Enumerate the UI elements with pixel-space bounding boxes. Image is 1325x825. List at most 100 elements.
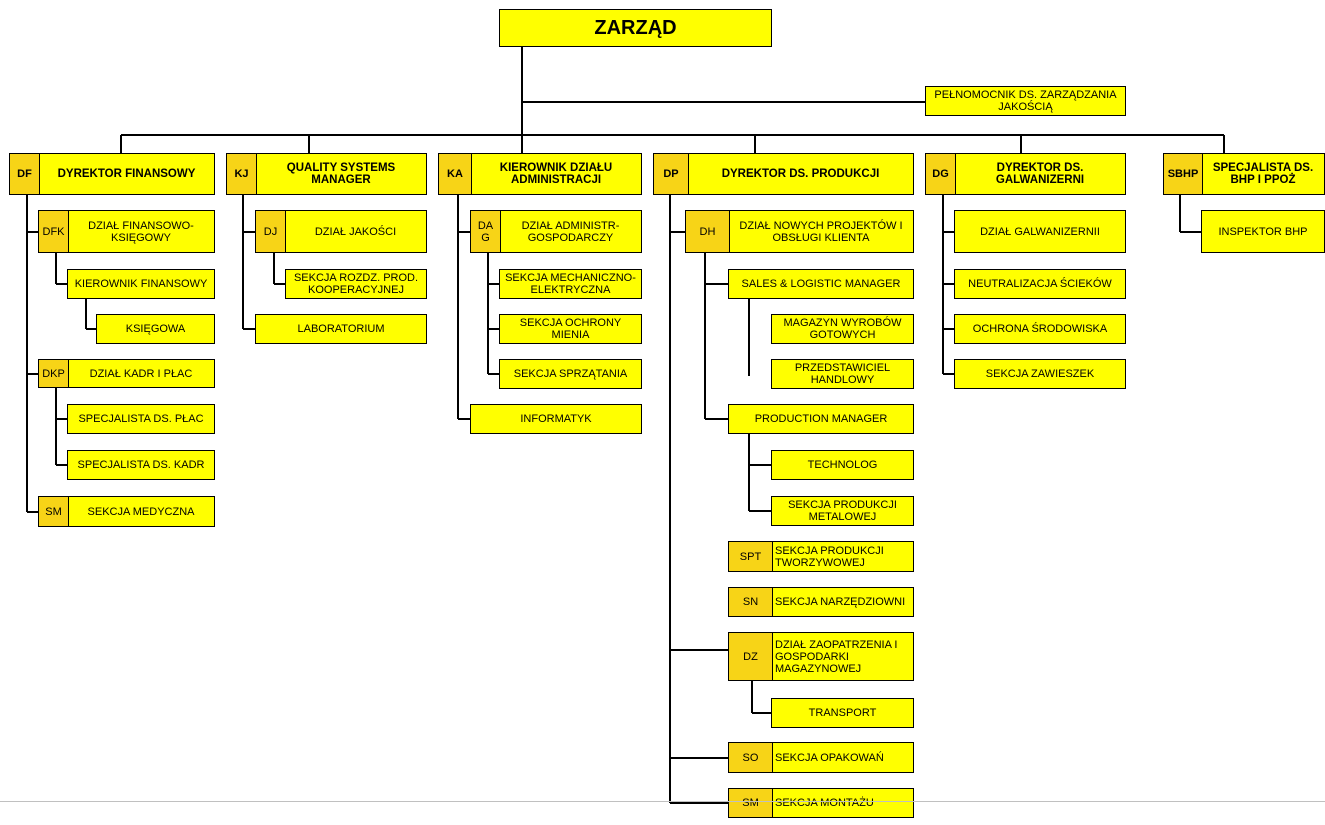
laboratorium-label: LABORATORIUM [297, 323, 385, 335]
so-label: SEKCJA OPAKOWAŃ [775, 751, 884, 764]
production-manager-label: PRODUCTION MANAGER [754, 413, 888, 425]
dh-label: DZIAŁ NOWYCH PROJEKTÓW I OBSŁUGI KLIENTA [739, 219, 903, 244]
dj-code: DJ [256, 211, 286, 252]
sekcja-mech-box: SEKCJA MECHANICZNO- ELEKTRYCZNA [499, 269, 642, 299]
specjalista-kadr-box: SPECJALISTA DS. KADR [67, 450, 215, 480]
dag-label: DZIAŁ ADMINISTR- GOSPODARCZY [521, 219, 620, 244]
sekcja-rozdz-label: SEKCJA ROZDZ. PROD. KOOPERACYJNEJ [293, 272, 419, 296]
spt-label: SEKCJA PRODUKCJI TWORZYWOWEJ [775, 544, 884, 569]
sm-montazu-label: SEKCJA MONTAŻU [775, 797, 874, 809]
inspektor-bhp-box: INSPEKTOR BHP [1201, 210, 1325, 253]
dp-box: DP DYREKTOR DS. PRODUKCJI [653, 153, 914, 195]
dj-label: DZIAŁ JAKOŚCI [314, 225, 397, 238]
dz-label: DZIAŁ ZAOPATRZENIA I GOSPODARKI MAGAZYNO… [775, 638, 898, 675]
galwanizernia-label: DZIAŁ GALWANIZERNII [980, 225, 1100, 238]
sbhp-code: SBHP [1164, 154, 1203, 194]
informatyk-label: INFORMATYK [520, 413, 592, 425]
dp-label: DYREKTOR DS. PRODUKCJI [721, 168, 880, 180]
sbhp-box: SBHP SPECJALISTA DS. BHP I PPOŻ [1163, 153, 1325, 195]
specjalista-plac-box: SPECJALISTA DS. PŁAC [67, 404, 215, 434]
zarzad-box: ZARZĄD [499, 9, 772, 47]
sekcja-medyczna-label: SEKCJA MEDYCZNA [87, 505, 195, 518]
so-code: SO [729, 743, 773, 772]
ochrona-srodowiska-box: OCHRONA ŚRODOWISKA [954, 314, 1126, 344]
ka-box: KA KIEROWNIK DZIAŁU ADMINISTRACJI [438, 153, 642, 195]
dj-box: DJ DZIAŁ JAKOŚCI [255, 210, 427, 253]
technolog-box: TECHNOLOG [771, 450, 914, 480]
specjalista-kadr-label: SPECJALISTA DS. KADR [77, 459, 205, 471]
df-label: DYREKTOR FINANSOWY [57, 168, 196, 180]
dh-code: DH [686, 211, 730, 252]
production-manager-box: PRODUCTION MANAGER [728, 404, 914, 434]
df-code: DF [10, 154, 40, 194]
informatyk-box: INFORMATYK [470, 404, 642, 434]
ksiegowa-box: KSIĘGOWA [96, 314, 215, 344]
kj-label: QUALITY SYSTEMS MANAGER [286, 162, 396, 186]
dg-box: DG DYREKTOR DS. GALWANIZERNI [925, 153, 1126, 195]
przedstawiciel-box: PRZEDSTAWICIEL HANDLOWY [771, 359, 914, 389]
ka-code: KA [439, 154, 472, 194]
pelnomocnik-box: PEŁNOMOCNIK DS. ZARZĄDZANIA JAKOŚCIĄ [925, 86, 1126, 116]
kierownik-finansowy-box: KIEROWNIK FINANSOWY [67, 269, 215, 299]
dfk-box: DFK DZIAŁ FINANSOWO- KSIĘGOWY [38, 210, 215, 253]
dh-box: DH DZIAŁ NOWYCH PROJEKTÓW I OBSŁUGI KLIEN… [685, 210, 914, 253]
sn-code: SN [729, 588, 773, 616]
dfk-label: DZIAŁ FINANSOWO- KSIĘGOWY [88, 219, 194, 244]
sekcja-mech-label: SEKCJA MECHANICZNO- ELEKTRYCZNA [505, 272, 636, 296]
dp-code: DP [654, 154, 689, 194]
galwanizernia-box: DZIAŁ GALWANIZERNII [954, 210, 1126, 253]
sekcja-ochrony-box: SEKCJA OCHRONY MIENIA [499, 314, 642, 344]
sekcja-rozdz-box: SEKCJA ROZDZ. PROD. KOOPERACYJNEJ [285, 269, 427, 299]
magazyn-label: MAGAZYN WYROBÓW GOTOWYCH [783, 317, 902, 341]
przedstawiciel-label: PRZEDSTAWICIEL HANDLOWY [794, 362, 891, 386]
sn-label: SEKCJA NARZĘDZIOWNI [775, 596, 906, 608]
sekcja-medyczna-code: SM [39, 497, 69, 526]
sekcja-sprzatania-box: SEKCJA SPRZĄTANIA [499, 359, 642, 389]
specjalista-plac-label: SPECJALISTA DS. PŁAC [78, 413, 204, 425]
sekcja-metal-box: SEKCJA PRODUKCJI METALOWEJ [771, 496, 914, 526]
sekcja-metal-label: SEKCJA PRODUKCJI METALOWEJ [788, 499, 897, 523]
kj-code: KJ [227, 154, 257, 194]
dz-code: DZ [729, 633, 773, 680]
neutralizacja-box: NEUTRALIZACJA ŚCIEKÓW [954, 269, 1126, 299]
kierownik-finansowy-label: KIEROWNIK FINANSOWY [74, 278, 208, 290]
dkp-label: DZIAŁ KADR I PŁAC [89, 367, 193, 380]
dag-box: DA G DZIAŁ ADMINISTR- GOSPODARCZY [470, 210, 642, 253]
sales-logistic-label: SALES & LOGISTIC MANAGER [741, 278, 901, 290]
neutralizacja-label: NEUTRALIZACJA ŚCIEKÓW [968, 278, 1112, 290]
dg-code: DG [926, 154, 956, 194]
dkp-code: DKP [39, 360, 69, 387]
transport-label: TRANSPORT [808, 707, 877, 719]
sekcja-zawieszek-box: SEKCJA ZAWIESZEK [954, 359, 1126, 389]
dag-code: DA G [471, 211, 501, 252]
ksiegowa-label: KSIĘGOWA [125, 323, 186, 335]
ka-label: KIEROWNIK DZIAŁU ADMINISTRACJI [499, 162, 613, 186]
kj-box: KJ QUALITY SYSTEMS MANAGER [226, 153, 427, 195]
technolog-label: TECHNOLOG [807, 459, 878, 471]
transport-box: TRANSPORT [771, 698, 914, 728]
dfk-code: DFK [39, 211, 69, 252]
dkp-box: DKP DZIAŁ KADR I PŁAC [38, 359, 215, 388]
page-divider [0, 801, 1325, 802]
sbhp-label: SPECJALISTA DS. BHP I PPOŻ [1212, 162, 1314, 186]
sekcja-ochrony-label: SEKCJA OCHRONY MIENIA [519, 317, 622, 341]
dg-label: DYREKTOR DS. GALWANIZERNI [995, 162, 1085, 186]
sekcja-medyczna-box: SM SEKCJA MEDYCZNA [38, 496, 215, 527]
sekcja-zawieszek-label: SEKCJA ZAWIESZEK [985, 368, 1095, 380]
magazyn-box: MAGAZYN WYROBÓW GOTOWYCH [771, 314, 914, 344]
pelnomocnik-label: PEŁNOMOCNIK DS. ZARZĄDZANIA JAKOŚCIĄ [934, 89, 1117, 113]
sekcja-sprzatania-label: SEKCJA SPRZĄTANIA [513, 368, 628, 380]
inspektor-bhp-label: INSPEKTOR BHP [1218, 225, 1308, 238]
sm-montazu-code: SM [729, 789, 773, 817]
sales-logistic-box: SALES & LOGISTIC MANAGER [728, 269, 914, 299]
zarzad-label: ZARZĄD [594, 17, 677, 39]
laboratorium-box: LABORATORIUM [255, 314, 427, 344]
ochrona-srodowiska-label: OCHRONA ŚRODOWISKA [972, 323, 1108, 335]
spt-code: SPT [729, 542, 773, 571]
